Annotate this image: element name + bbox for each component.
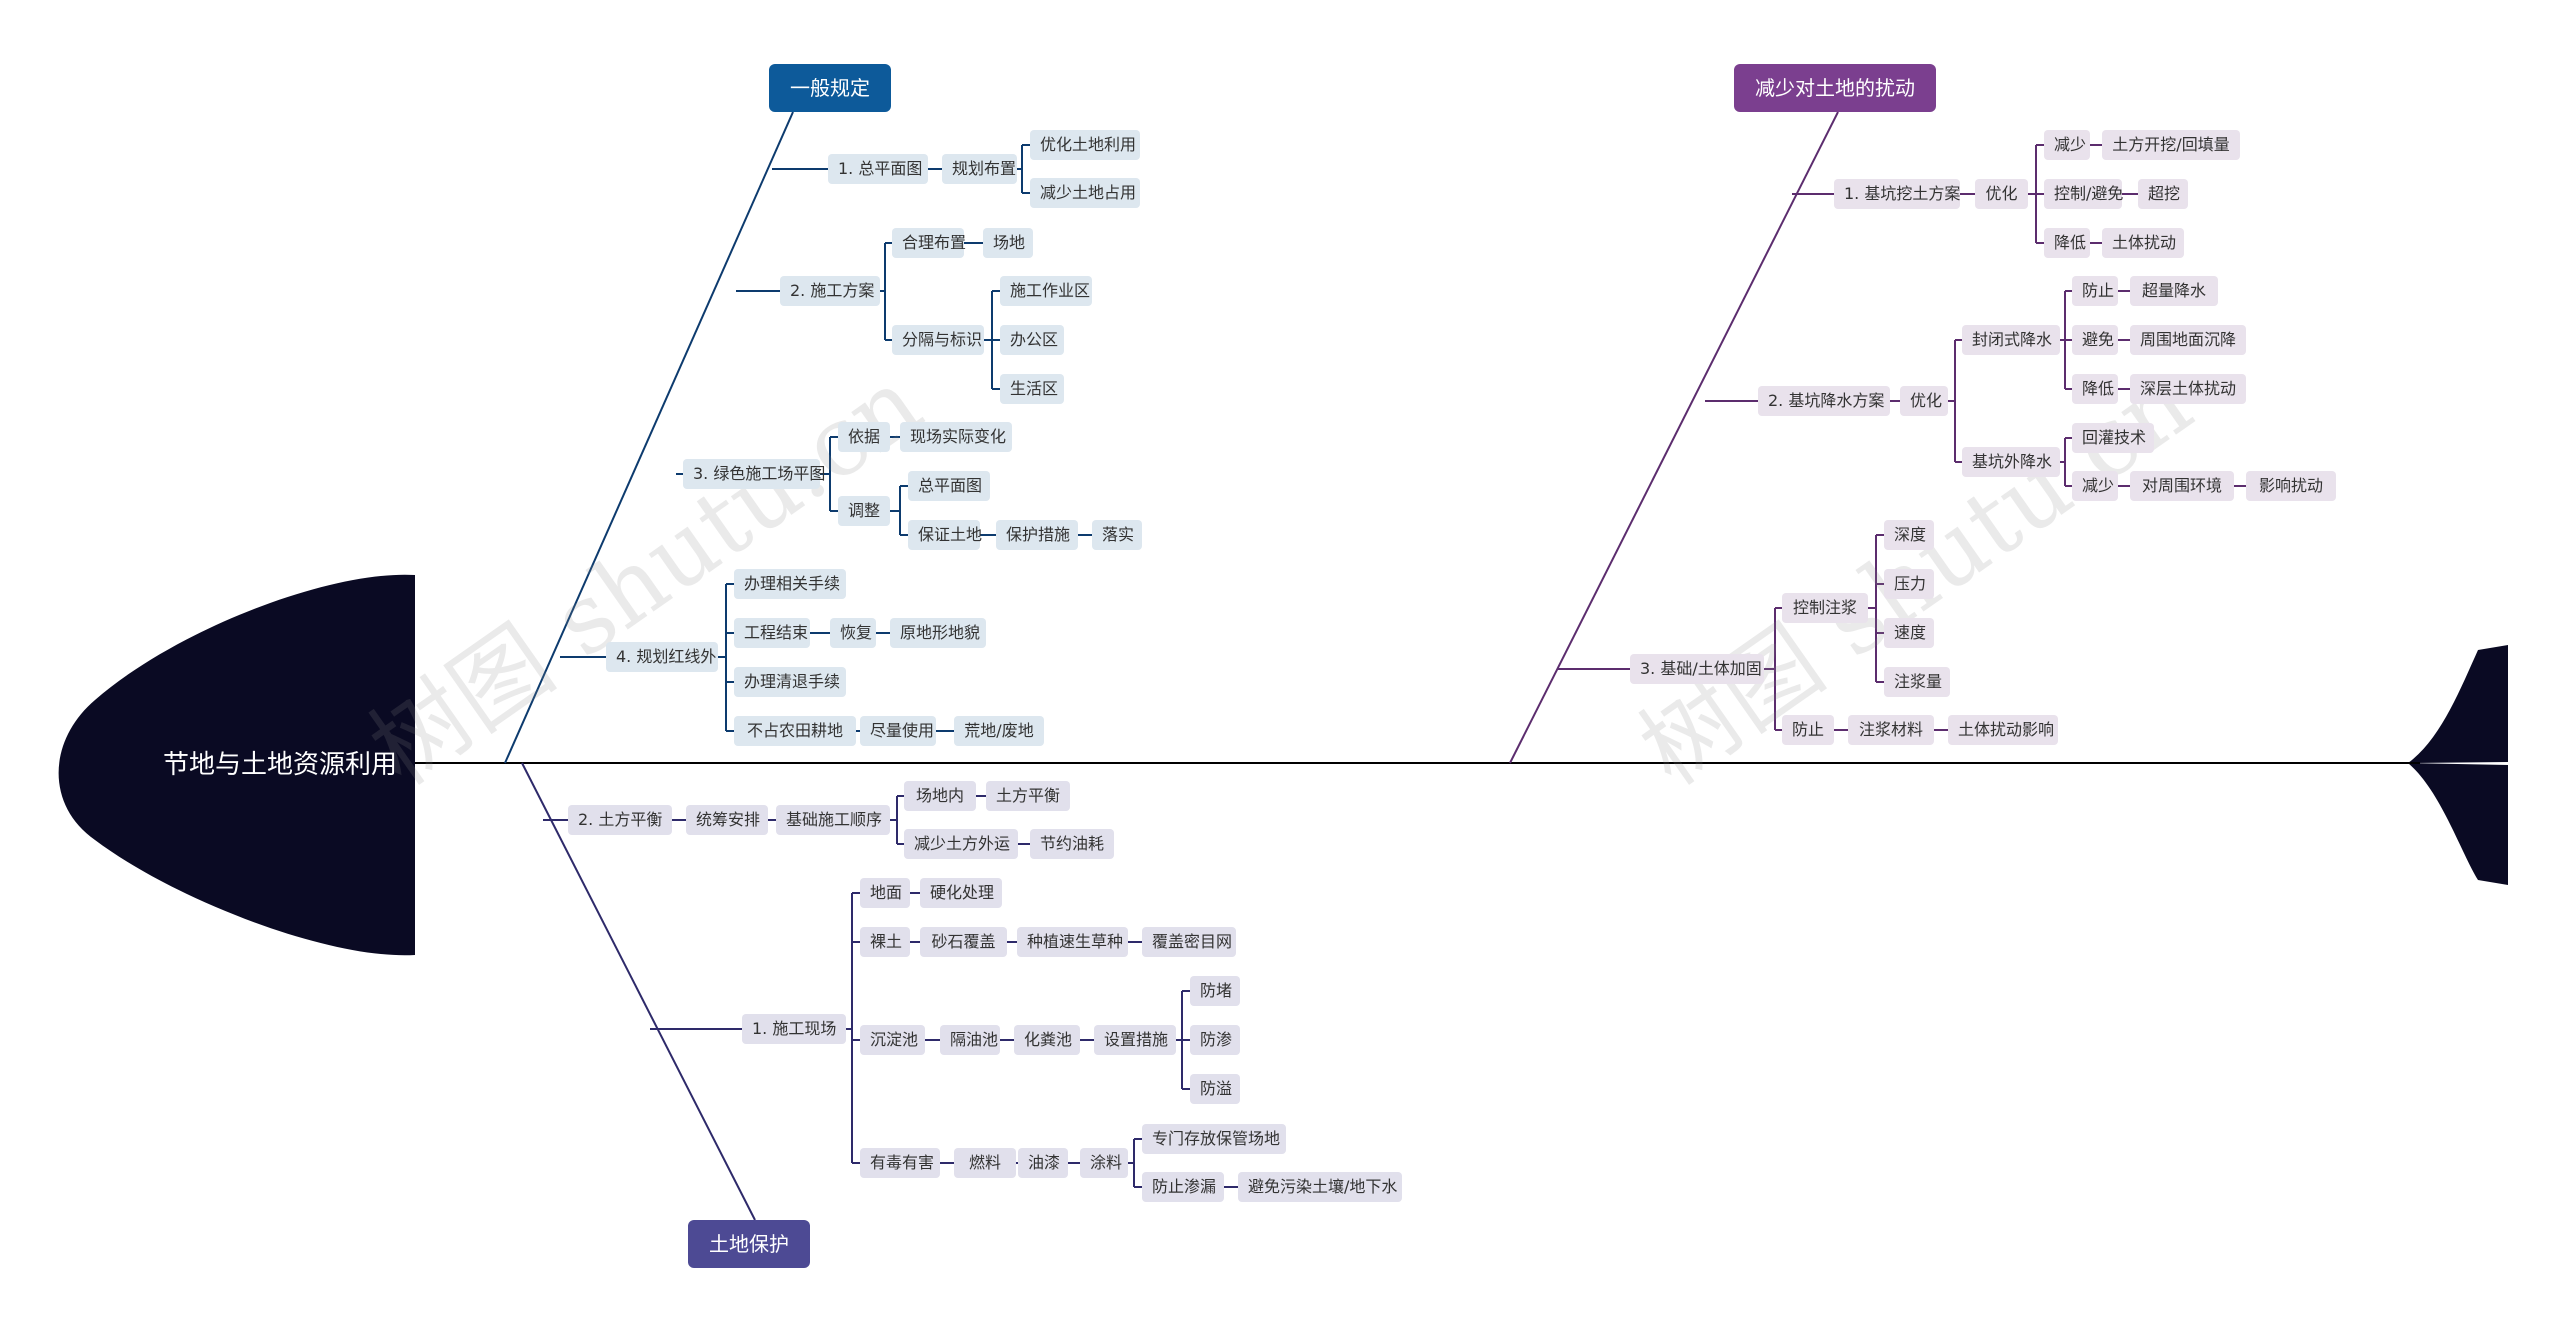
node-p1c3a[interactable]: 防堵 (1190, 976, 1240, 1006)
node-p2b1[interactable]: 场地内 (904, 781, 976, 811)
category-reduce[interactable]: 减少对土地的扰动 (1734, 64, 1936, 112)
node-r3a3[interactable]: 速度 (1884, 618, 1934, 648)
node-r1[interactable]: 1. 基坑挖土方案 (1834, 179, 1960, 209)
node-g2b[interactable]: 分隔与标识 (892, 325, 984, 355)
node-p1d3b1[interactable]: 避免污染土壤/地下水 (1238, 1172, 1402, 1202)
node-g3b2a[interactable]: 保护措施 (996, 520, 1078, 550)
node-g2b2[interactable]: 办公区 (1000, 325, 1064, 355)
node-g4d1[interactable]: 尽量使用 (860, 716, 936, 746)
node-g3b2[interactable]: 保证土地 (908, 520, 982, 550)
node-g1a[interactable]: 规划布置 (942, 154, 1017, 184)
general-branch-lines (504, 111, 1092, 764)
node-r1a3a[interactable]: 土体扰动 (2102, 228, 2184, 258)
fish-head (58, 574, 416, 956)
node-r1a1[interactable]: 减少 (2044, 130, 2090, 160)
node-g3a1[interactable]: 现场实际变化 (900, 422, 1012, 452)
node-r2[interactable]: 2. 基坑降水方案 (1758, 386, 1890, 416)
node-p1c3c[interactable]: 防溢 (1190, 1074, 1240, 1104)
node-p1b3[interactable]: 覆盖密目网 (1142, 927, 1236, 957)
node-p1c1[interactable]: 隔油池 (940, 1025, 1000, 1055)
node-g1a1[interactable]: 优化土地利用 (1030, 130, 1140, 160)
fish-tail (2408, 645, 2508, 885)
node-g1[interactable]: 1. 总平面图 (828, 154, 928, 184)
node-p2b1a[interactable]: 土方平衡 (986, 781, 1070, 811)
node-p1[interactable]: 1. 施工现场 (742, 1014, 846, 1044)
node-r3a[interactable]: 控制注浆 (1782, 593, 1868, 623)
node-r3b2[interactable]: 土体扰动影响 (1948, 715, 2058, 745)
node-p1b2[interactable]: 种植速生草种 (1017, 927, 1128, 957)
node-g4d[interactable]: 不占农田耕地 (734, 716, 856, 746)
node-p1b1[interactable]: 砂石覆盖 (920, 927, 1007, 957)
protect-branch-lines (521, 762, 1238, 1221)
node-p1b[interactable]: 裸土 (860, 927, 910, 957)
node-p1c3[interactable]: 设置措施 (1094, 1025, 1176, 1055)
node-r2c[interactable]: 基坑外降水 (1962, 447, 2060, 477)
node-g3b2b[interactable]: 落实 (1092, 520, 1142, 550)
node-r3b1[interactable]: 注浆材料 (1848, 715, 1934, 745)
node-p1c2[interactable]: 化粪池 (1014, 1025, 1080, 1055)
node-r2b1[interactable]: 防止 (2072, 276, 2118, 306)
node-r3[interactable]: 3. 基础/土体加固 (1630, 654, 1764, 684)
node-r1a[interactable]: 优化 (1975, 179, 2028, 209)
node-r1a2a[interactable]: 超挖 (2138, 179, 2188, 209)
node-r3b[interactable]: 防止 (1782, 715, 1834, 745)
node-r3a4[interactable]: 注浆量 (1884, 667, 1950, 697)
node-p1c[interactable]: 沉淀池 (860, 1025, 925, 1055)
node-g3b1[interactable]: 总平面图 (908, 471, 990, 501)
node-r2c2[interactable]: 减少 (2072, 471, 2118, 501)
node-g2[interactable]: 2. 施工方案 (780, 276, 880, 306)
node-r1a2[interactable]: 控制/避免 (2044, 179, 2123, 209)
node-g4a[interactable]: 办理相关手续 (734, 569, 846, 599)
node-g3[interactable]: 3. 绿色施工场平图 (683, 459, 825, 489)
node-p2b2a[interactable]: 节约油耗 (1030, 829, 1114, 859)
node-r3a2[interactable]: 压力 (1884, 569, 1934, 599)
node-p1d3[interactable]: 涂料 (1080, 1148, 1128, 1178)
node-r3a1[interactable]: 深度 (1884, 520, 1934, 550)
node-r1a3[interactable]: 降低 (2044, 228, 2090, 258)
node-p1d3b[interactable]: 防止渗漏 (1142, 1172, 1224, 1202)
node-r2c1[interactable]: 回灌技术 (2072, 423, 2154, 453)
node-p1d3a[interactable]: 专门存放保管场地 (1142, 1124, 1286, 1154)
category-protect[interactable]: 土地保护 (688, 1220, 810, 1268)
node-p2b2[interactable]: 减少土方外运 (904, 829, 1018, 859)
node-p2a[interactable]: 统筹安排 (686, 805, 768, 835)
node-r1a1a[interactable]: 土方开挖/回填量 (2102, 130, 2240, 160)
node-r2b1a[interactable]: 超量降水 (2130, 276, 2218, 306)
node-p1c3b[interactable]: 防渗 (1190, 1025, 1240, 1055)
node-r2b3[interactable]: 降低 (2072, 374, 2118, 404)
node-g4b1[interactable]: 恢复 (830, 618, 876, 648)
node-p2[interactable]: 2. 土方平衡 (568, 805, 672, 835)
reduce-branch-lines (1509, 111, 2246, 764)
node-g2b1[interactable]: 施工作业区 (1000, 276, 1092, 306)
node-g4b[interactable]: 工程结束 (734, 618, 810, 648)
node-p2b[interactable]: 基础施工顺序 (776, 805, 890, 835)
node-r2c2b[interactable]: 影响扰动 (2246, 471, 2336, 501)
node-g2a[interactable]: 合理布置 (892, 228, 966, 258)
node-r2b3a[interactable]: 深层土体扰动 (2130, 374, 2246, 404)
node-g3a[interactable]: 依据 (838, 422, 890, 452)
node-g4b2[interactable]: 原地形地貌 (890, 618, 986, 648)
node-g3b[interactable]: 调整 (838, 496, 890, 526)
node-g4[interactable]: 4. 规划红线外 (606, 642, 718, 672)
node-g4c[interactable]: 办理清退手续 (734, 667, 846, 697)
node-p1d[interactable]: 有毒有害 (860, 1148, 940, 1178)
node-p1d2[interactable]: 油漆 (1018, 1148, 1068, 1178)
node-p1a[interactable]: 地面 (860, 878, 910, 908)
node-r2c2a[interactable]: 对周围环境 (2130, 471, 2234, 501)
node-p1d1[interactable]: 燃料 (954, 1148, 1016, 1178)
category-general[interactable]: 一般规定 (769, 64, 891, 112)
node-r2b[interactable]: 封闭式降水 (1962, 325, 2060, 355)
root-topic[interactable]: 节地与土地资源利用 (162, 750, 397, 780)
node-g2b3[interactable]: 生活区 (1000, 374, 1064, 404)
node-r2a[interactable]: 优化 (1900, 386, 1948, 416)
node-g4d2[interactable]: 荒地/废地 (954, 716, 1044, 746)
node-p1a1[interactable]: 硬化处理 (920, 878, 1002, 908)
node-r2b2[interactable]: 避免 (2072, 325, 2118, 355)
node-g1a2[interactable]: 减少土地占用 (1030, 178, 1140, 208)
node-g2a1[interactable]: 场地 (983, 228, 1033, 258)
node-r2b2a[interactable]: 周围地面沉降 (2130, 325, 2246, 355)
